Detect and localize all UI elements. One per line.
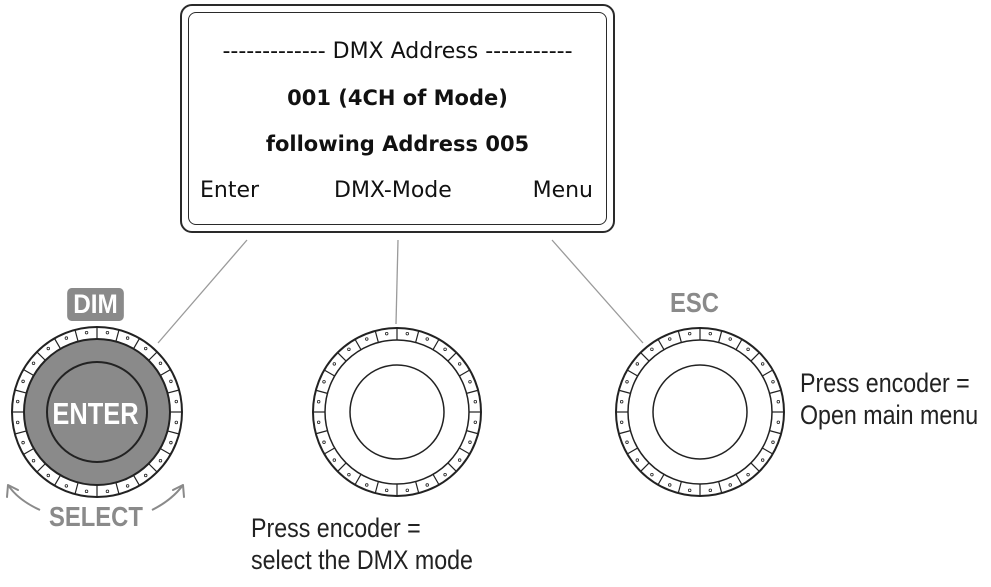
softkey-enter-label: Enter bbox=[200, 178, 260, 203]
leader-lines bbox=[157, 239, 644, 344]
softkey-dmx-mode-label: DMX-Mode bbox=[334, 178, 452, 203]
esc-label: ESC bbox=[670, 287, 719, 318]
right-caption-line2: Open main menu bbox=[800, 400, 979, 430]
softkey-menu-label: Menu bbox=[532, 178, 593, 203]
rotate-arrow-left-icon bbox=[6, 484, 41, 511]
knob-grip-ridges bbox=[616, 328, 784, 496]
lcd-following-address-line: following Address 005 bbox=[265, 132, 530, 156]
lcd-address-line: 001 (4CH of Mode) bbox=[287, 86, 508, 110]
middle-caption-line2: select the DMX mode bbox=[251, 545, 473, 575]
middle-encoder-knob[interactable] bbox=[312, 327, 482, 497]
knob-grip-ridges bbox=[12, 327, 182, 497]
rotate-arrow-right-icon bbox=[151, 484, 185, 511]
select-label: SELECT bbox=[49, 501, 143, 532]
lcd-screen bbox=[188, 12, 607, 225]
enter-label: ENTER bbox=[52, 396, 139, 431]
middle-knob-caption: Press encoder = select the DMX mode bbox=[251, 512, 473, 576]
leader-line-right bbox=[551, 239, 644, 344]
right-knob-caption: Press encoder = Open main menu bbox=[800, 367, 978, 431]
middle-caption-line1: Press encoder = bbox=[251, 513, 421, 543]
right-encoder-knob[interactable] bbox=[615, 327, 785, 497]
right-caption-line1: Press encoder = bbox=[800, 368, 970, 398]
knob-grip-ridges bbox=[313, 328, 481, 496]
left-encoder-knob[interactable] bbox=[11, 326, 183, 498]
lcd-display: ------------- DMX Address ----------- 00… bbox=[180, 4, 615, 233]
dim-label: DIM bbox=[67, 288, 124, 321]
leader-line-middle bbox=[395, 239, 399, 325]
leader-line-left bbox=[157, 239, 248, 344]
lcd-title: ------------- DMX Address ----------- bbox=[222, 39, 573, 64]
